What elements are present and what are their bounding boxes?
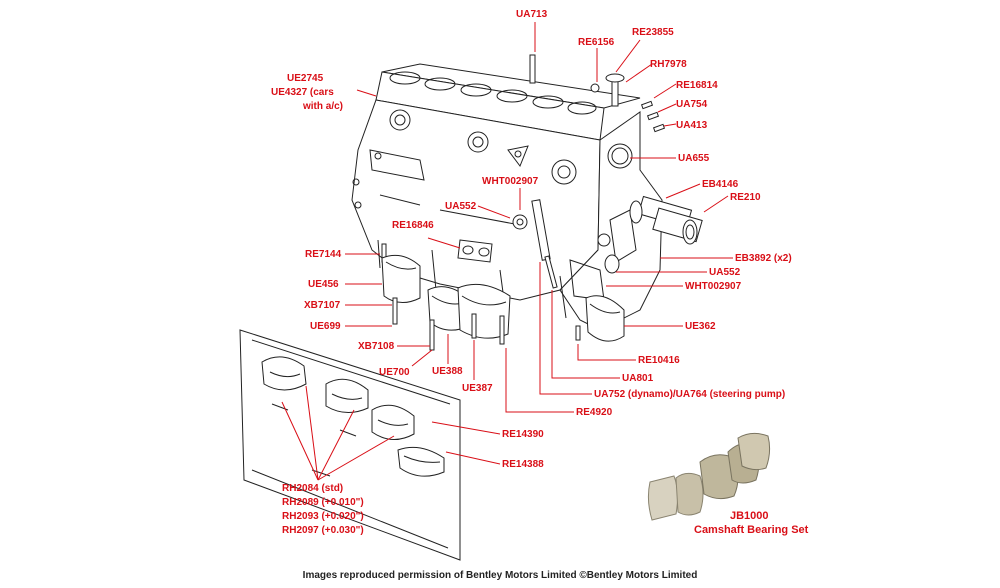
main-bearing-caps-drawing bbox=[381, 254, 625, 351]
label-re14388: RE14388 bbox=[502, 459, 544, 470]
small-parts-drawing bbox=[381, 54, 666, 289]
label-ue387: UE387 bbox=[462, 383, 493, 394]
label-ua801: UA801 bbox=[622, 373, 654, 384]
label-re16814: RE16814 bbox=[676, 80, 718, 91]
label-ue456: UE456 bbox=[308, 279, 339, 290]
label-ue4327-line1: UE4327 (cars bbox=[271, 87, 334, 98]
label-ue700: UE700 bbox=[379, 367, 410, 378]
label-xb7107: XB7107 bbox=[304, 300, 341, 311]
label-ue362: UE362 bbox=[685, 321, 716, 332]
label-rh2089: RH2089 (+0.010") bbox=[282, 497, 364, 508]
label-re210: RE210 bbox=[730, 192, 761, 203]
label-ue2745: UE2745 bbox=[287, 73, 324, 84]
label-ua552-right: UA552 bbox=[709, 267, 741, 278]
label-re7144: RE7144 bbox=[305, 249, 342, 260]
label-re16846: RE16846 bbox=[392, 220, 434, 231]
label-rh2093: RH2093 (+0.020") bbox=[282, 511, 364, 522]
label-re10416: RE10416 bbox=[638, 355, 680, 366]
label-re14390: RE14390 bbox=[502, 429, 544, 440]
label-rh2097: RH2097 (+0.030") bbox=[282, 525, 364, 536]
camshaft-bearing-set-caption: JB1000 Camshaft Bearing Set bbox=[694, 510, 809, 536]
cylinder-block-drawing bbox=[351, 63, 663, 331]
kit-name: Camshaft Bearing Set bbox=[694, 524, 809, 536]
image-credit: Images reproduced permission of Bentley … bbox=[303, 570, 698, 581]
label-ua752: UA752 (dynamo)/UA764 (steering pump) bbox=[594, 389, 785, 400]
label-ua413: UA413 bbox=[676, 120, 708, 131]
label-ue4327-line2: with a/c) bbox=[302, 101, 343, 112]
label-eb3892: EB3892 (x2) bbox=[735, 253, 792, 264]
camshaft-drawing bbox=[604, 195, 703, 274]
label-ue388: UE388 bbox=[432, 366, 463, 377]
camshaft-bearing-set-image bbox=[647, 432, 771, 521]
label-re6156: RE6156 bbox=[578, 37, 615, 48]
part-labels: UA713 RE6156 RE23855 RH7978 RE16814 UA75… bbox=[271, 9, 792, 536]
label-re4920: RE4920 bbox=[576, 407, 613, 418]
label-ua552-left: UA552 bbox=[445, 201, 477, 212]
label-re23855: RE23855 bbox=[632, 27, 674, 38]
label-ue699: UE699 bbox=[310, 321, 341, 332]
callout-lines bbox=[281, 22, 733, 481]
bearing-shells-drawing bbox=[239, 329, 461, 561]
label-rh2084: RH2084 (std) bbox=[282, 483, 343, 494]
label-rh7978: RH7978 bbox=[650, 59, 687, 70]
label-eb4146: EB4146 bbox=[702, 179, 739, 190]
label-wht002907-left: WHT002907 bbox=[482, 176, 539, 187]
label-ua713: UA713 bbox=[516, 9, 548, 20]
label-wht002907-right: WHT002907 bbox=[685, 281, 742, 292]
label-ua655: UA655 bbox=[678, 153, 710, 164]
kit-part-number: JB1000 bbox=[730, 510, 769, 522]
label-ua754: UA754 bbox=[676, 99, 708, 110]
label-xb7108: XB7108 bbox=[358, 341, 395, 352]
